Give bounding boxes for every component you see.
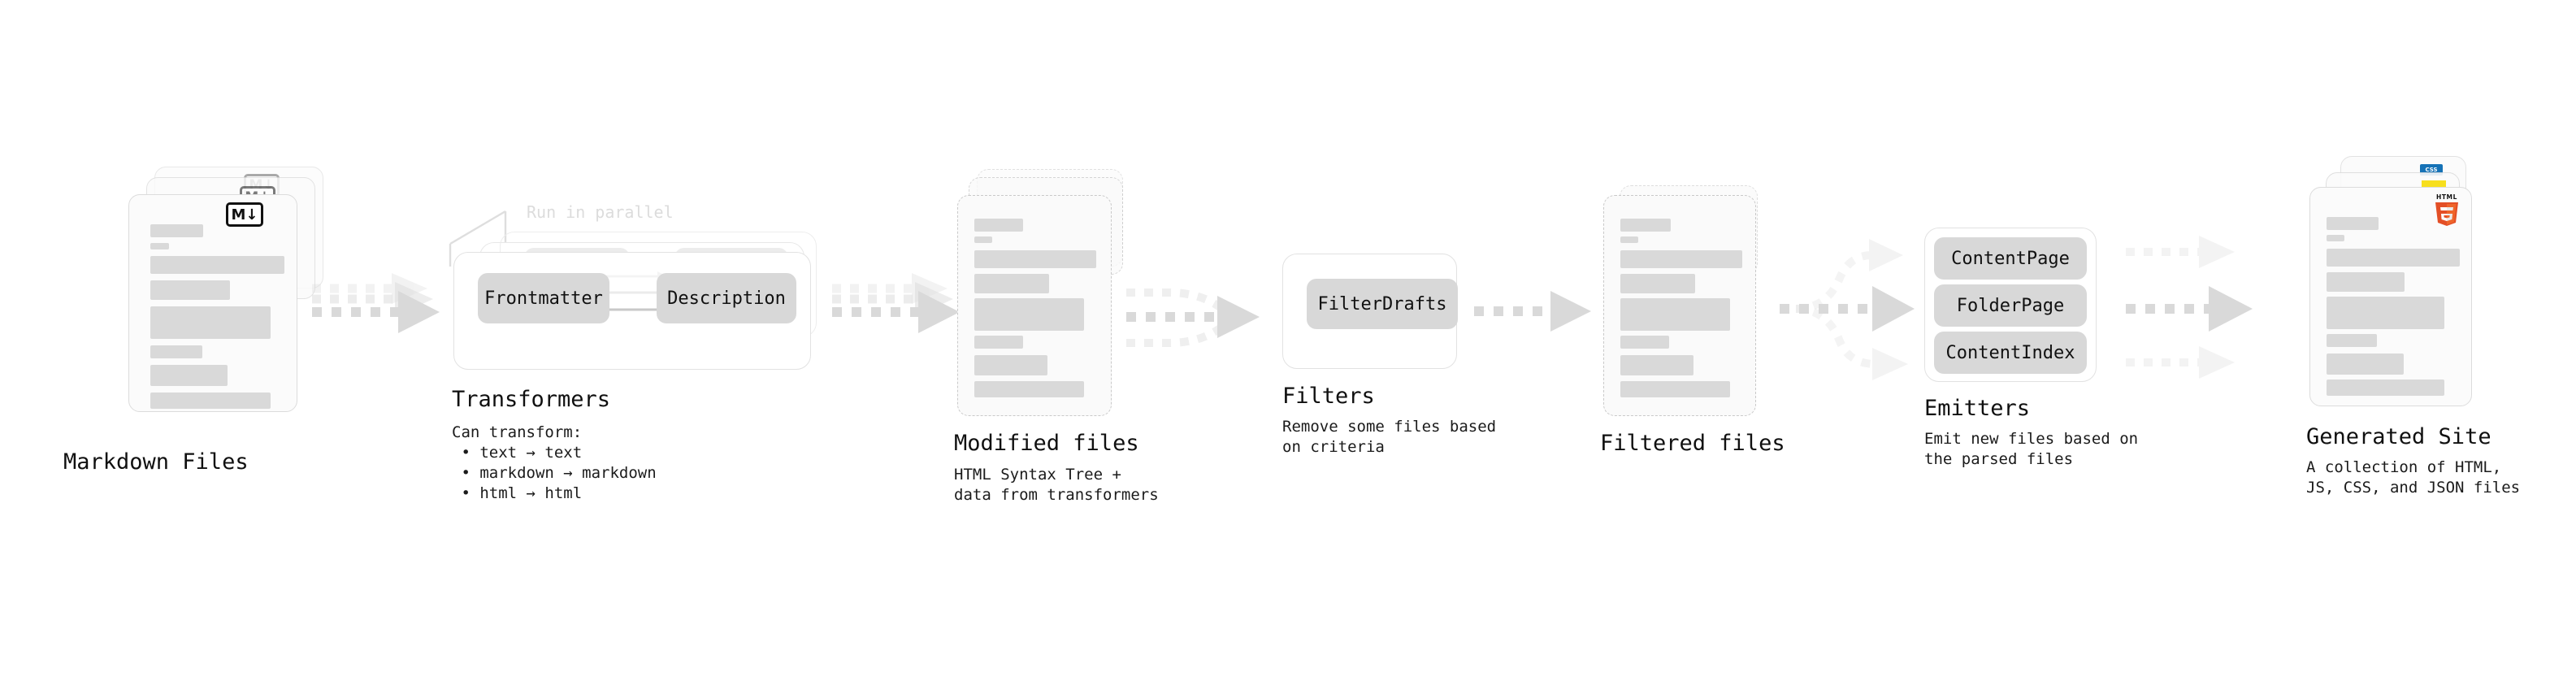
stage-modified-files: Modified files HTML Syntax Tree + data f… bbox=[943, 0, 1268, 681]
doc-bar bbox=[974, 298, 1084, 331]
modified-doc-front bbox=[957, 195, 1112, 416]
description-generated-site: A collection of HTML, JS, CSS, and JSON … bbox=[2306, 458, 2521, 497]
markdown-icon: M↓ bbox=[226, 202, 263, 227]
doc-bar bbox=[150, 345, 202, 358]
description-filters: Remove some files based on criteria bbox=[1282, 418, 1497, 456]
emitter-node-contentindex[interactable]: ContentIndex bbox=[1934, 332, 2087, 374]
caption-modified-files: Modified files bbox=[954, 431, 1139, 456]
doc-bar bbox=[974, 336, 1023, 349]
generated-doc-front bbox=[2309, 187, 2472, 406]
description-emitters: Emit new files based on the parsed files bbox=[1924, 430, 2139, 468]
doc-bar bbox=[150, 256, 284, 274]
connector-filtered-to-emitters bbox=[1780, 228, 1942, 382]
doc-bar bbox=[2327, 249, 2460, 267]
doc-bar bbox=[2327, 217, 2379, 230]
doc-bar bbox=[150, 306, 271, 339]
emitter-node-folderpage[interactable]: FolderPage bbox=[1934, 284, 2087, 327]
stage-generated-site: CSS HTML Generated Site A collection of … bbox=[2267, 0, 2576, 681]
doc-bar bbox=[974, 219, 1023, 232]
doc-bar bbox=[1620, 381, 1730, 397]
html5-icon: HTML bbox=[2435, 193, 2458, 226]
doc-bar bbox=[974, 355, 1047, 375]
connector-filters-to-filtered bbox=[1471, 289, 1601, 338]
doc-bar bbox=[2327, 334, 2377, 347]
doc-bar bbox=[1620, 336, 1669, 349]
caption-filters: Filters bbox=[1282, 384, 1375, 409]
stage-markdown-files: M↓ M↓ M↓ Markdown Files bbox=[0, 0, 341, 681]
doc-bar bbox=[150, 243, 169, 249]
doc-bar bbox=[150, 365, 228, 386]
filtered-doc-front bbox=[1603, 195, 1756, 416]
caption-emitters: Emitters bbox=[1924, 396, 2031, 421]
caption-generated-site: Generated Site bbox=[2306, 424, 2491, 449]
doc-bar bbox=[974, 250, 1096, 268]
emitter-node-contentpage[interactable]: ContentPage bbox=[1934, 237, 2087, 280]
connector-markdown-to-transformers bbox=[307, 268, 445, 366]
doc-bar bbox=[1620, 250, 1742, 268]
transformer-node-frontmatter[interactable]: Frontmatter bbox=[478, 273, 609, 323]
doc-bar bbox=[2327, 272, 2405, 292]
doc-bar bbox=[150, 224, 203, 237]
doc-bar bbox=[2327, 354, 2404, 375]
markdown-doc-front bbox=[128, 194, 297, 412]
caption-transformers: Transformers bbox=[452, 387, 611, 412]
connector-transformers-to-modified bbox=[827, 268, 965, 366]
connector-modified-to-filters bbox=[1121, 258, 1268, 380]
doc-bar bbox=[1620, 274, 1695, 293]
description-transformers: Can transform: • text → text • markdown … bbox=[452, 423, 657, 502]
doc-bar bbox=[974, 274, 1049, 293]
transformer-node-description[interactable]: Description bbox=[657, 273, 796, 323]
svg-text:HTML: HTML bbox=[2436, 193, 2457, 201]
stage-emitters: ContentPage FolderPage ContentIndex Emit… bbox=[1918, 0, 2243, 681]
caption-markdown-files: Markdown Files bbox=[63, 449, 249, 475]
doc-bar bbox=[150, 280, 230, 300]
caption-filtered-files: Filtered files bbox=[1600, 431, 1785, 456]
doc-bar bbox=[2327, 380, 2444, 396]
stage-transformers: Run in parallel Frontmatter Description … bbox=[423, 0, 845, 681]
description-modified-files: HTML Syntax Tree + data from transformer… bbox=[954, 466, 1159, 504]
doc-bar bbox=[974, 381, 1084, 397]
run-in-parallel-label: Run in parallel bbox=[527, 202, 674, 222]
stage-filters: FilterDrafts Filters Remove some files b… bbox=[1272, 0, 1564, 681]
doc-bar bbox=[1620, 219, 1671, 232]
doc-bar bbox=[1620, 298, 1730, 331]
connector-emitters-to-site bbox=[2121, 234, 2283, 380]
doc-bar bbox=[974, 236, 992, 243]
stage-filtered-files: Filtered files bbox=[1589, 0, 1897, 681]
filter-node-filterdrafts[interactable]: FilterDrafts bbox=[1307, 279, 1458, 329]
doc-bar bbox=[2327, 297, 2444, 329]
doc-bar bbox=[150, 393, 271, 409]
doc-bar bbox=[1620, 236, 1638, 243]
doc-bar bbox=[1620, 355, 1693, 375]
doc-bar bbox=[2327, 235, 2344, 241]
